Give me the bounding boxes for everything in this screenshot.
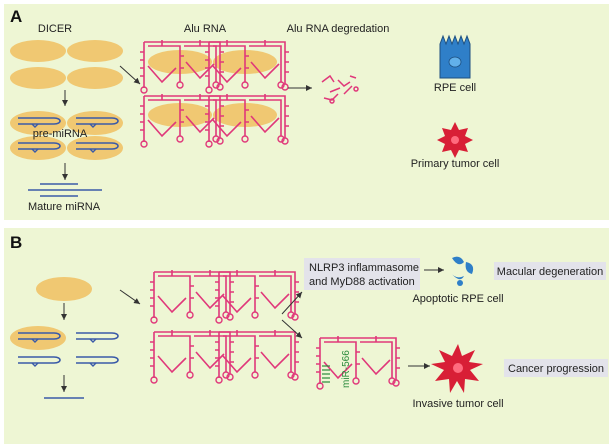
mature-mirna-label: Mature miRNA (28, 201, 101, 213)
dicer-label: DICER (38, 23, 72, 35)
macular-box (494, 262, 606, 280)
dicer-enzymes (10, 40, 123, 89)
b-pre-mirna-group (10, 326, 119, 367)
degraded-alu-fragments (321, 74, 359, 104)
invasive-label: Invasive tumor cell (412, 398, 503, 410)
alu-rna-with-dicer (139, 39, 290, 148)
rpe-cell-icon (439, 34, 471, 79)
primary-tumor-cell-label: Primary tumor cell (411, 158, 500, 170)
mature-mirna-strands (28, 183, 102, 197)
panel-b-letter: B (10, 233, 22, 252)
nlrp3-box (304, 258, 420, 290)
pre-mirna-label: pre-miRNA (33, 128, 88, 140)
panel-a-letter: A (10, 7, 22, 26)
arrow-to-b-alu (119, 289, 141, 305)
apoptotic-rpe-cell-icon (450, 256, 474, 286)
alu-rna-label: Alu RNA (184, 23, 227, 35)
arrow-to-mir566 (281, 319, 303, 339)
apoptotic-label: Apoptotic RPE cell (412, 293, 503, 305)
arrow-to-nlrp3 (281, 291, 303, 315)
macular-label: Macular degeneration (497, 266, 603, 278)
cancer-label: Cancer progression (508, 363, 604, 375)
rpe-cell-label: RPE cell (434, 82, 476, 94)
dicer-pre-mirna-complex (10, 111, 123, 160)
invasive-tumor-cell-icon (431, 344, 483, 393)
nlrp3-line2: and MyD88 activation (309, 276, 415, 288)
primary-tumor-cell-icon (437, 122, 473, 158)
nlrp3-line1: NLRP3 inflammasome (309, 262, 419, 274)
cancer-box (504, 359, 608, 377)
dicer-reduced (36, 277, 92, 301)
alu-rna-mir566-bound (315, 335, 401, 390)
degradation-label: Alu RNA degredation (287, 23, 390, 35)
mir566-label: miR-566 (341, 350, 352, 388)
arrow-to-alu (119, 65, 141, 85)
